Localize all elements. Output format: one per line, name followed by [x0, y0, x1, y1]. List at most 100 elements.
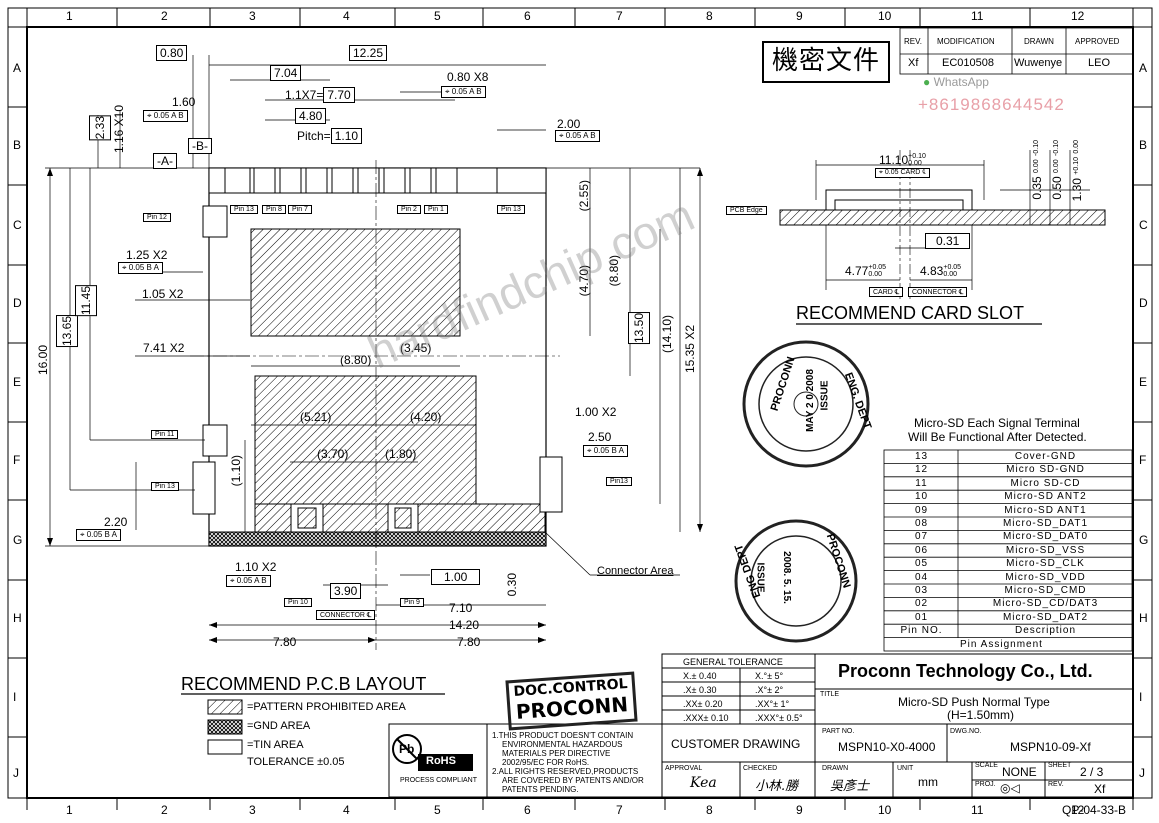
- slot-dim-4-77-dn: 0.00: [868, 271, 882, 278]
- card-slot-drawing: [779, 150, 1106, 300]
- sheet-label: SHEET: [1048, 762, 1072, 769]
- dim-14-10: (14.10): [660, 315, 674, 354]
- whatsapp-label: WhatsApp: [933, 75, 989, 89]
- dim-1-1x7-label: 1.1X7=: [285, 88, 324, 102]
- grid-col-bottom-3: 3: [249, 803, 256, 817]
- tol-frame-2-ref-a: A: [469, 87, 474, 96]
- grid-row-right-J: J: [1139, 766, 1145, 780]
- pin-label-7: Pin 7: [288, 205, 312, 214]
- grid-col-bottom-8: 8: [706, 803, 713, 817]
- slot-dim-4-77-up: +0.05: [868, 264, 887, 271]
- tolerance-angular: X.°± 5°: [755, 671, 784, 681]
- dim-3-70: (3.70): [317, 447, 349, 461]
- stamp1-issue: ISSUE: [819, 380, 831, 411]
- approval-signature: Kea: [690, 775, 717, 791]
- proj-label: PROJ.: [975, 781, 996, 788]
- slot-dim-0-35: 0.35 0.00 -0.10: [1030, 140, 1044, 200]
- revision-table-grid: [899, 27, 1134, 75]
- dim-7-80-left: 7.80: [273, 635, 297, 649]
- slot-dim-0-35-dn: -0.10: [1033, 140, 1040, 156]
- tol-frame-7-ref-b: B: [261, 576, 267, 585]
- tol-frame-1: ⌖ 0.05 A B: [143, 110, 188, 122]
- pin-no: 13: [914, 451, 929, 462]
- dim-2-33: 2.33: [89, 115, 111, 141]
- dim-7-04: 7.04: [270, 65, 302, 81]
- rev-header-modification: MODIFICATION: [937, 37, 995, 46]
- legend-tolerance: TOLERANCE ±0.05: [247, 756, 345, 768]
- dim-7-10: 7.10: [449, 601, 473, 615]
- grid-col-top-1: 1: [66, 9, 73, 23]
- slot-dim-11-10-value: 11.10: [879, 153, 909, 167]
- rev-approved: LEO: [1088, 57, 1111, 69]
- tol-frame-4-value: 0.05: [128, 263, 145, 272]
- drawn-signature: 吳彥士: [830, 779, 870, 794]
- note-line: MATERIALS PER DIRECTIVE: [502, 749, 611, 758]
- tol-frame-6-value: 0.05: [86, 530, 103, 539]
- pin-desc: Micro-SD_DAT1: [1002, 518, 1089, 529]
- grid-row-right-F: F: [1139, 453, 1147, 467]
- grid-row-left-J: J: [13, 766, 19, 780]
- pin-label-1: Pin 1: [424, 205, 448, 214]
- grid-col-top-7: 7: [616, 9, 623, 23]
- pin-desc: Micro-SD_CD/DAT3: [992, 598, 1099, 610]
- tolerance-linear: X.± 0.40: [683, 671, 717, 681]
- tol-frame-7-value: 0.05: [236, 576, 253, 585]
- note-line: PATENTS PENDING.: [502, 785, 579, 794]
- grid-row-left-A: A: [13, 61, 22, 75]
- note-line: ENVIRONMENTAL HAZARDOUS: [502, 740, 623, 749]
- rev-modification: EC010508: [942, 57, 994, 69]
- slot-dim-0-50-value: 0.50: [1050, 176, 1064, 200]
- pitch-label: Pitch=: [297, 129, 331, 143]
- tol-frame-5-ref-b: A: [618, 446, 625, 455]
- dim-1-16-x10: 1.16 X10: [112, 105, 126, 154]
- dim-pitch: Pitch=1.10: [297, 128, 363, 144]
- pin-no: 10: [914, 491, 929, 503]
- dim-1-00-x2: 1.00 X2: [575, 405, 617, 419]
- grid-row-right-D: D: [1139, 296, 1148, 310]
- grid-col-bottom-7: 7: [616, 803, 623, 817]
- slot-tol-frame-value: 0.05: [884, 169, 899, 176]
- pin-label-2: Pin 2: [397, 205, 421, 214]
- tol-frame-1-value: 0.05: [153, 111, 170, 120]
- dim-0-80-x8: 0.80 X8: [447, 70, 489, 84]
- dim-1-1x7: 1.1X7=7.70: [285, 87, 355, 103]
- grid-col-bottom-6: 6: [524, 803, 531, 817]
- title-line1: Micro-SD Push Normal Type: [898, 695, 1050, 709]
- dim-3-45: (3.45): [400, 341, 432, 355]
- dwg-no: MSPN10-09-Xf: [1010, 740, 1091, 754]
- dim-1-00: 1.00: [431, 569, 481, 585]
- general-tolerance-title: GENERAL TOLERANCE: [683, 657, 783, 667]
- slot-dim-0-50: 0.50 0.00 -0.10: [1050, 140, 1064, 200]
- tol-frame-1-ref-a: A: [171, 111, 176, 120]
- slot-dim-1-30-up: +0.10: [1073, 156, 1080, 175]
- card-slot-title: RECOMMEND CARD SLOT: [796, 303, 1025, 323]
- grid-row-right-I: I: [1139, 690, 1143, 704]
- slot-connector-centerline: CONNECTOR ℄: [908, 287, 968, 297]
- part-no-label: PART NO.: [822, 728, 855, 735]
- note-line: 2.ALL RIGHTS RESERVED,PRODUCTS: [492, 767, 639, 776]
- grid-col-bottom-2: 2: [161, 803, 168, 817]
- dim-1-10-v: (1.10): [229, 455, 243, 487]
- grid-row-left-I: I: [13, 690, 17, 704]
- slot-dim-0-35-value: 0.35: [1030, 176, 1044, 200]
- dim-1-80: (1.80): [385, 447, 417, 461]
- dim-11-45: 11.45: [75, 285, 97, 317]
- tol-frame-3-ref-a: A: [583, 131, 588, 140]
- tol-frame-3: ⌖ 0.05 A B: [555, 130, 600, 142]
- slot-dim-11-10-tol-up: +0.10: [908, 153, 926, 160]
- pin-label-8: Pin 8: [262, 205, 286, 214]
- grid-row-right-C: C: [1139, 218, 1148, 232]
- drawn-label: DRAWN: [822, 765, 849, 772]
- part-no: MSPN10-X0-4000: [838, 740, 936, 754]
- rohs-logo: [392, 734, 473, 771]
- pin-no: 06: [914, 544, 929, 556]
- slot-dim-4-83-up: +0.05: [943, 264, 962, 271]
- dim-14-20: 14.20: [449, 618, 480, 632]
- title-label: TITLE: [820, 691, 840, 698]
